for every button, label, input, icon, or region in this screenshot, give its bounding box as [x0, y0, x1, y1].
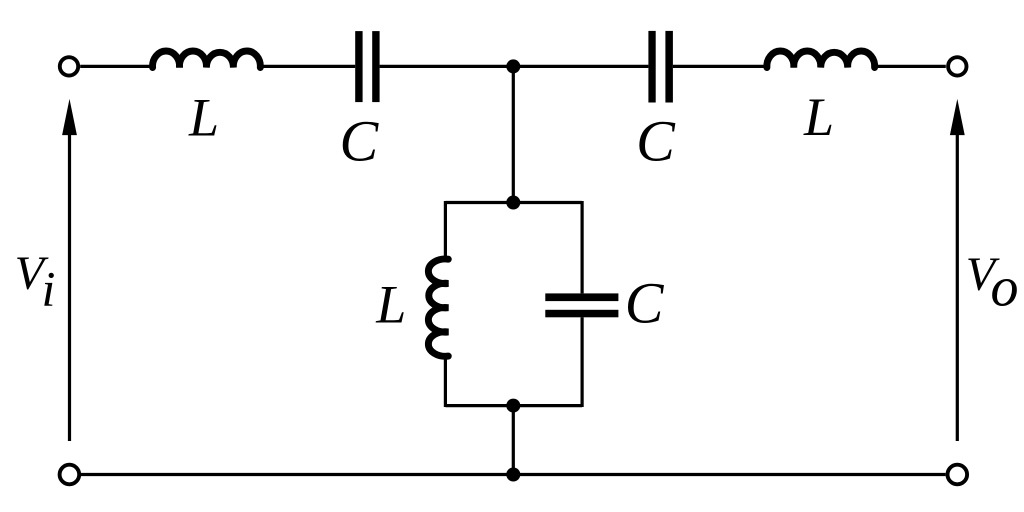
svg-text:i: i [42, 261, 56, 317]
svg-text:o: o [991, 256, 1019, 318]
svg-text:C: C [340, 108, 380, 173]
svg-text:V: V [966, 248, 1000, 301]
svg-text:L: L [375, 275, 406, 335]
svg-text:L: L [803, 87, 834, 147]
svg-text:L: L [188, 87, 219, 147]
svg-text:C: C [625, 271, 665, 336]
svg-text:C: C [636, 108, 676, 173]
svg-text:V: V [15, 247, 49, 300]
